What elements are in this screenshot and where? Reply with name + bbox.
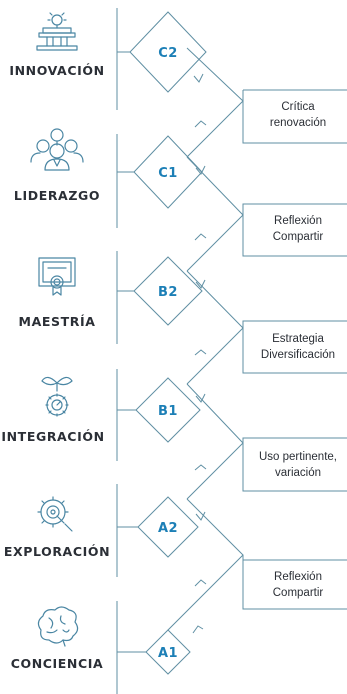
gear-magnifier-icon [37,496,73,532]
level-code-c1: C1 [158,166,178,181]
stage-name-exploracion: EXPLORACIÓN [4,544,110,559]
level-code-a2: A2 [158,521,178,536]
transition-text-line1: Estrategia [272,333,324,345]
level-code-b2: B2 [158,285,178,300]
transition-text-line2: renovación [270,117,326,129]
transition-text-line1: Reflexión [274,571,322,583]
level-code-b1: B1 [158,404,178,419]
level-code-a1: A1 [158,646,178,661]
team-leader-lightbulb-icon [30,128,84,171]
level-diamond-a2: A2 [117,496,199,558]
certificate-icon [38,257,76,296]
transition-box-reflexion-lower: Reflexión Compartir [242,555,347,610]
stage-name-conciencia: CONCIENCIA [11,656,104,671]
transition-box-reflexion-upper: Reflexión Compartir [242,203,347,257]
transition-box-estrategia: Estrategia Diversificación [242,320,347,374]
level-diamond-a1: A1 [117,629,191,675]
level-diamond-c1: C1 [117,135,203,209]
transition-text-line2: Compartir [273,587,324,599]
stage-name-liderazgo: LIDERAZGO [14,188,100,203]
transition-text-line1: Reflexión [274,215,322,227]
transition-box-critica: Crítica renovación [242,89,347,144]
transition-text-line2: variación [275,467,321,479]
stage-name-maestria: MAESTRÍA [19,314,96,329]
level-diamond-c2: C2 [117,11,207,93]
transition-text-line2: Diversificación [261,349,335,361]
level-diamond-b1: B1 [117,377,201,443]
brain-icon [37,606,79,647]
stage-name-innovacion: INNOVACIÓN [9,63,104,78]
transition-text-line2: Compartir [273,231,324,243]
plant-gear-icon [41,376,73,417]
transition-text-line1: Uso pertinente, [259,451,337,463]
podium-lightbulb-icon [36,12,78,51]
stage-name-integracion: INTEGRACIÓN [1,429,104,444]
transition-text-line1: Crítica [281,101,315,113]
transition-box-uso: Uso pertinente, variación [242,437,347,492]
level-diamond-b2: B2 [117,256,203,326]
level-code-c2: C2 [158,46,178,61]
